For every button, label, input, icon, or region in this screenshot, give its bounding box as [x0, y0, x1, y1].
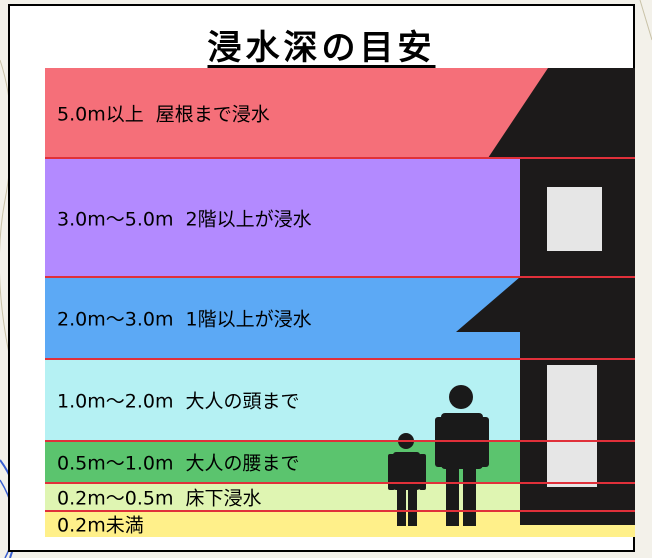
boundary-line [45, 276, 635, 278]
band-label-2m-3m: 2.0m～3.0m 1階以上が浸水 [57, 308, 312, 331]
band-label-3m-5m: 3.0m～5.0m 2階以上が浸水 [57, 208, 312, 230]
boundary-line [45, 358, 635, 360]
band-label-1m-2m: 1.0m～2.0m 大人の頭まで [57, 390, 300, 413]
band-label-02m-05m: 0.2m～0.5m 床下浸水 [57, 487, 262, 510]
upper-window [547, 187, 602, 251]
boundary-lines [45, 157, 635, 512]
lower-window [547, 365, 597, 487]
band-label-05m-1m: 0.5m～1.0m 大人の腰まで [57, 452, 300, 475]
band-label-under-02m: 0.2m未満 [57, 514, 144, 537]
boundary-line [45, 157, 635, 159]
boundary-line [45, 510, 635, 512]
page-title: 浸水深の目安 [207, 28, 436, 68]
band-label-5m-plus: 5.0m以上 屋根まで浸水 [57, 103, 270, 126]
child-figure-icon [388, 433, 426, 526]
boundary-line [45, 440, 635, 442]
boundary-line [45, 482, 635, 484]
adult-figure-icon [435, 385, 489, 526]
house-icon [456, 68, 635, 525]
